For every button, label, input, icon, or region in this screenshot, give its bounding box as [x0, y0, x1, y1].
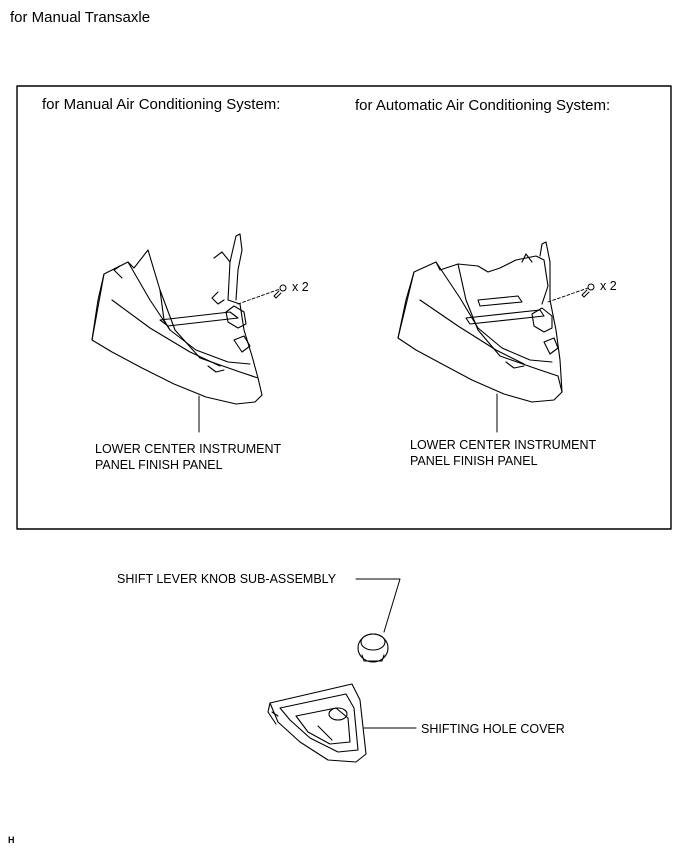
right-part-label: LOWER CENTER INSTRUMENT PANEL FINISH PAN… — [410, 438, 597, 468]
left-clip-dashed-line — [237, 288, 281, 305]
diagram-frame — [16, 85, 672, 530]
right-section-title: for Automatic Air Conditioning System: — [355, 97, 611, 114]
left-finish-panel-drawing — [91, 233, 263, 405]
right-clip-icon — [581, 283, 595, 298]
right-finish-panel-drawing — [397, 241, 563, 403]
figure-code: H — [8, 835, 15, 845]
page-title: for Manual Transaxle — [10, 9, 151, 26]
shift-knob-drawing — [357, 633, 389, 663]
right-fastener-count: x 2 — [600, 279, 617, 293]
shift-knob-label: SHIFT LEVER KNOB SUB-ASSEMBLY — [117, 572, 337, 586]
left-fastener-count: x 2 — [292, 280, 309, 294]
left-clip-icon — [273, 284, 287, 299]
knob-leader — [355, 578, 401, 633]
shifting-hole-cover-drawing — [267, 683, 367, 763]
left-section-title: for Manual Air Conditioning System: — [42, 96, 281, 113]
shifting-hole-cover-label: SHIFTING HOLE COVER — [421, 722, 565, 736]
left-part-label: LOWER CENTER INSTRUMENT PANEL FINISH PAN… — [95, 442, 282, 472]
right-clip-dashed-line — [547, 287, 589, 303]
